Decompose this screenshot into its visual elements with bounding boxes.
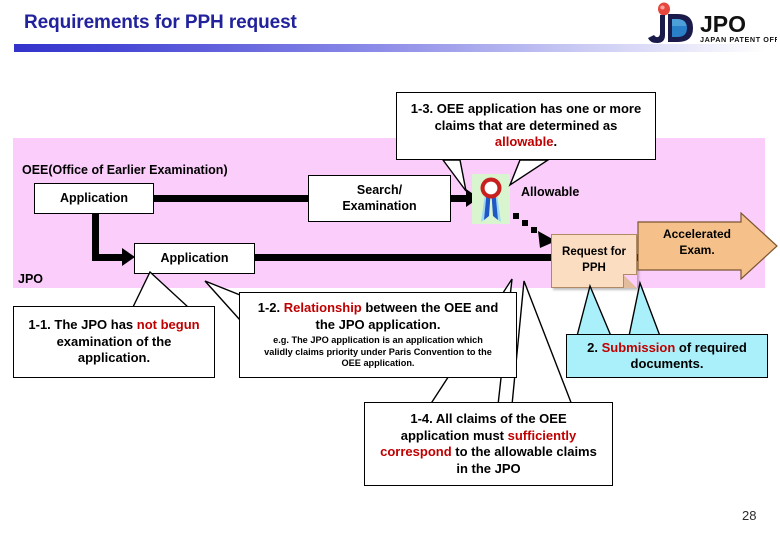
callout-1-3-line1: 1-3. OEE application has one or more [410, 101, 642, 117]
oee-label: OEE(Office of Earlier Examination) [22, 163, 228, 177]
arrowhead-to-jpo-app [122, 248, 135, 266]
box-application-jpo-label: Application [160, 250, 229, 265]
page-number: 28 [742, 508, 757, 523]
callout-1-4-line1: 1-4. All claims of the OEE [410, 411, 567, 426]
callout-1-2-small1: e.g. The JPO application is an applicati… [273, 335, 483, 346]
callout-1-3-line2: claims that are determined as [434, 117, 618, 133]
accelerated-line2: Exam. [679, 243, 715, 258]
callout-1-2-highlight: Relationship [283, 300, 362, 316]
callout-1-1-line2: examination of the [56, 333, 172, 349]
callout-1-2-small2: validly claims priority under Paris Conv… [264, 346, 492, 357]
connector-oee-down [92, 212, 99, 260]
page-title: Requirements for PPH request [24, 12, 297, 33]
callout-1-2-pre: 1-2. [257, 300, 284, 316]
callout-1-4-line4: in the JPO [456, 460, 521, 476]
connector-search-to-allowable [449, 195, 471, 202]
note-pph-line1: Request for [562, 246, 626, 259]
allowable-label: Allowable [521, 185, 580, 199]
box-search-line2: Examination [342, 198, 417, 213]
callout-1-4: 1-4. All claims of the OEE application m… [364, 402, 613, 486]
callout-1-4-highlight-1: sufficiently [507, 427, 577, 443]
callout-1-3-highlight: allowable [494, 134, 554, 150]
svg-text:JPO: JPO [700, 11, 746, 37]
callout-1-4-highlight-2: correspond [380, 444, 452, 459]
title-underline-bar [14, 44, 766, 52]
jpo-logo: JPO JAPAN PATENT OFFICE [645, 2, 777, 50]
callout-1-2-post: between the OEE and [361, 300, 499, 316]
box-application-jpo: Application [134, 243, 255, 274]
callout-1-1: 1-1. The JPO has not begun examination o… [13, 306, 215, 378]
block-arrow-accelerated-exam: Accelerated Exam. [637, 211, 778, 281]
callout-1-1-highlight: not begun [136, 317, 200, 333]
callout-1-2-line2: the JPO application. [315, 316, 441, 332]
connector-oee-to-search [94, 195, 309, 202]
callout-1-2: 1-2. Relationship between the OEE and th… [239, 292, 517, 378]
award-ribbon-icon [472, 174, 510, 224]
jpo-label: JPO [18, 272, 44, 286]
callout-1-2-small3: OEE application. [341, 358, 415, 369]
box-application-oee: Application [34, 183, 154, 214]
box-search-line1: Search/ [356, 182, 403, 197]
callout-1-1-line3: application. [77, 350, 151, 366]
svg-text:JAPAN PATENT OFFICE: JAPAN PATENT OFFICE [700, 35, 777, 44]
connector-down-to-jpo-app [92, 254, 124, 261]
connector-jpo-app-to-pph [255, 254, 555, 261]
callout-1-4-line2-pre: application must [400, 427, 508, 443]
note-pph-line2: PPH [582, 262, 606, 274]
callout-1-3: 1-3. OEE application has one or more cla… [396, 92, 656, 160]
note-request-for-pph: Request for PPH [551, 234, 637, 288]
box-search-examination: Search/ Examination [308, 175, 451, 222]
box-application-oee-label: Application [59, 190, 129, 205]
callout-2-submission: 2. Submission of required documents. [566, 334, 768, 378]
callout-1-4-line3-post: to the allowable claims [451, 444, 597, 459]
callout-2-line2: documents. [630, 356, 704, 371]
callout-2-post: of required [675, 339, 747, 355]
callout-1-1-pre: 1-1. The JPO has [28, 317, 137, 333]
accelerated-line1: Accelerated [662, 227, 732, 241]
callout-2-highlight: Submission [601, 339, 676, 355]
callout-1-3-period: . [553, 134, 558, 150]
note-fold-corner [623, 274, 637, 288]
callout-2-pre: 2. [587, 339, 602, 355]
